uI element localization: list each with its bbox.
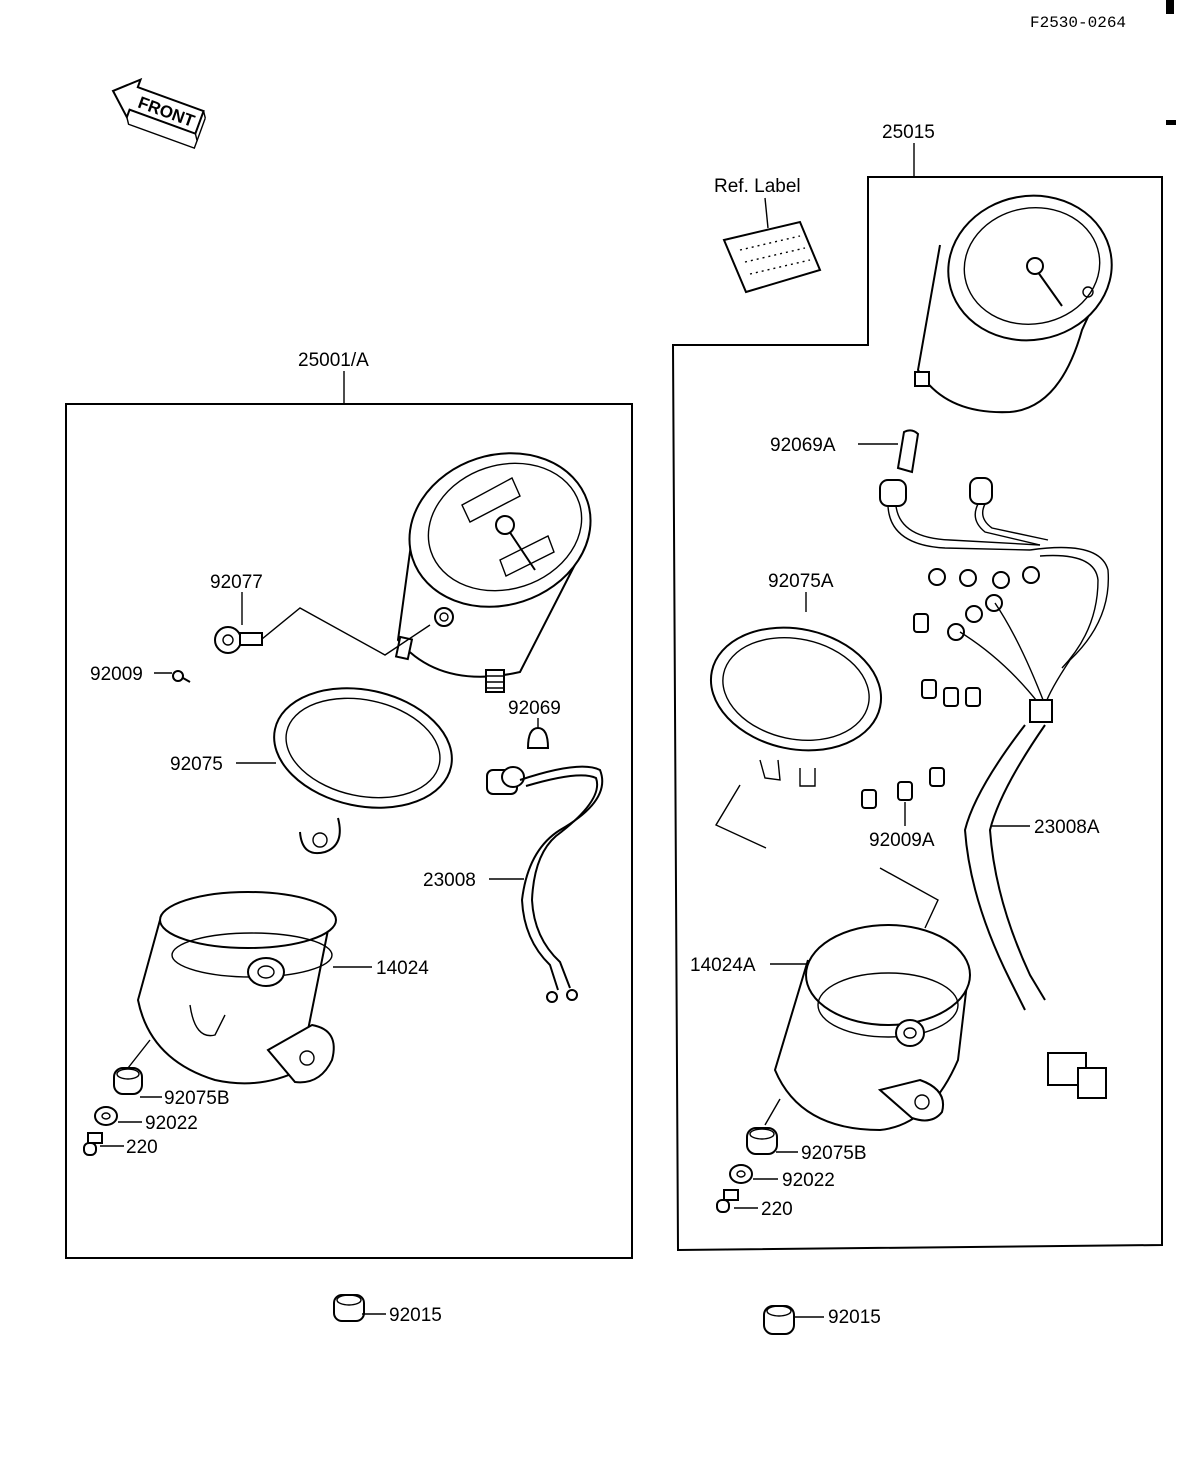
right-cap-icon <box>763 1305 795 1335</box>
margin-mark-mid <box>1166 120 1176 125</box>
ref-label-sticker-icon <box>722 220 822 294</box>
right-assembly: 25015 Ref. Label 92069A <box>671 122 1163 1335</box>
left-screw-label: 92009 <box>90 664 143 685</box>
drawing-code: F2530-0264 <box>1030 14 1126 32</box>
right-assembly-frame <box>671 176 1163 1252</box>
right-harness-icon <box>963 699 1107 1099</box>
right-harness-label: 23008A <box>1034 817 1100 838</box>
left-ring-icon <box>273 687 453 854</box>
left-grommet-icon <box>113 1067 143 1095</box>
right-screws-label: 92009A <box>869 830 935 851</box>
left-washer-icon <box>94 1106 118 1126</box>
right-nut-label: 220 <box>761 1199 793 1220</box>
left-bulb-label: 92069 <box>508 698 561 719</box>
left-screw-icon <box>172 670 191 683</box>
right-case-icon <box>773 924 971 1132</box>
left-assembly-frame <box>65 403 633 1259</box>
right-grommet-label: 92075B <box>801 1143 867 1164</box>
left-ring-label: 92075 <box>170 754 223 775</box>
right-nut-icon <box>716 1189 739 1213</box>
left-gear-label: 92077 <box>210 572 263 593</box>
right-ring-label: 92075A <box>768 571 834 592</box>
left-grommet-label: 92075B <box>164 1088 230 1109</box>
left-assembly: 25001/A 92077 <box>65 350 633 1326</box>
right-meter-icon <box>914 194 1113 414</box>
right-washer-icon <box>729 1164 753 1184</box>
right-ring-icon <box>709 626 883 787</box>
right-cap-label: 92015 <box>828 1307 881 1328</box>
ref-label-text: Ref. Label <box>714 176 801 197</box>
left-gear-icon <box>214 607 431 656</box>
left-bulb-icon <box>486 726 550 795</box>
left-case-icon <box>136 891 337 1085</box>
right-assembly-title: 25015 <box>882 122 935 143</box>
left-cap-label: 92015 <box>389 1305 442 1326</box>
right-screws-icon <box>861 613 981 809</box>
front-arrow-icon: FRONT <box>111 77 206 150</box>
left-harness-label: 23008 <box>423 870 476 891</box>
left-cap-icon <box>333 1294 365 1322</box>
left-case-label: 14024 <box>376 958 429 979</box>
right-wiring-icon <box>879 477 1110 706</box>
left-nut-label: 220 <box>126 1137 158 1158</box>
margin-mark-top <box>1166 0 1174 14</box>
left-nut-icon <box>83 1132 103 1156</box>
left-assembly-title: 25001/A <box>298 350 369 371</box>
right-case-label: 14024A <box>690 955 756 976</box>
right-bulb-label: 92069A <box>770 435 836 456</box>
right-washer-label: 92022 <box>782 1170 835 1191</box>
right-bulb-icon <box>896 429 920 474</box>
left-washer-label: 92022 <box>145 1113 198 1134</box>
left-meter-icon <box>394 452 592 693</box>
right-grommet-icon <box>746 1127 778 1155</box>
left-harness-icon <box>519 765 604 1003</box>
